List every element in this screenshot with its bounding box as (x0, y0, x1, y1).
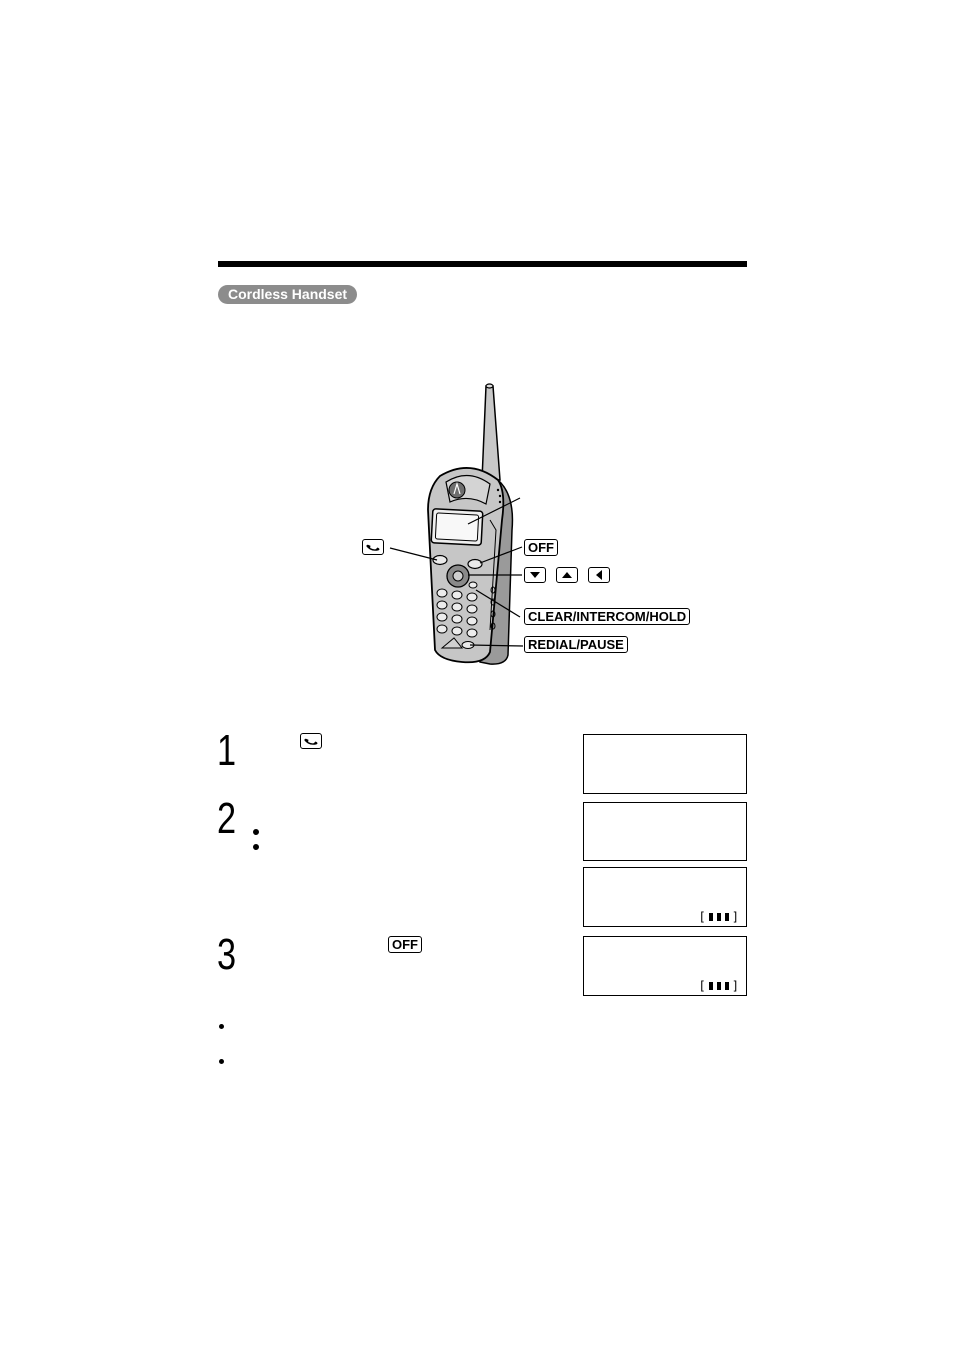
section-tag: Cordless Handset (218, 285, 358, 304)
step-1-talk-icon (300, 733, 322, 749)
step-2-bullet (253, 829, 259, 835)
note-bullet (219, 1059, 224, 1064)
battery-icon: [] (698, 979, 739, 993)
battery-icon: [] (698, 910, 739, 924)
step-1-number: 1 (217, 726, 237, 775)
lcd-display-4: [] (583, 936, 747, 996)
left-arrow-icon (588, 567, 610, 583)
section-rule (218, 261, 747, 267)
talk-icon (366, 544, 380, 551)
off-button-label: OFF (524, 539, 558, 556)
lcd-display-2 (583, 802, 747, 861)
up-arrow-icon (556, 567, 578, 583)
clear-intercom-hold-label: CLEAR/INTERCOM/HOLD (524, 608, 691, 625)
handset-illustration (389, 383, 524, 665)
lcd-display-3: [] (583, 867, 747, 927)
step-3-number: 3 (217, 930, 237, 979)
step-3-off-key: OFF (388, 936, 422, 953)
down-arrow-icon (524, 567, 546, 583)
lcd-display-1 (583, 734, 747, 794)
talk-button-label (362, 539, 384, 555)
note-bullet (219, 1024, 224, 1029)
redial-pause-label: REDIAL/PAUSE (524, 636, 628, 653)
step-2-bullet (253, 844, 259, 850)
step-2-number: 2 (217, 794, 237, 843)
